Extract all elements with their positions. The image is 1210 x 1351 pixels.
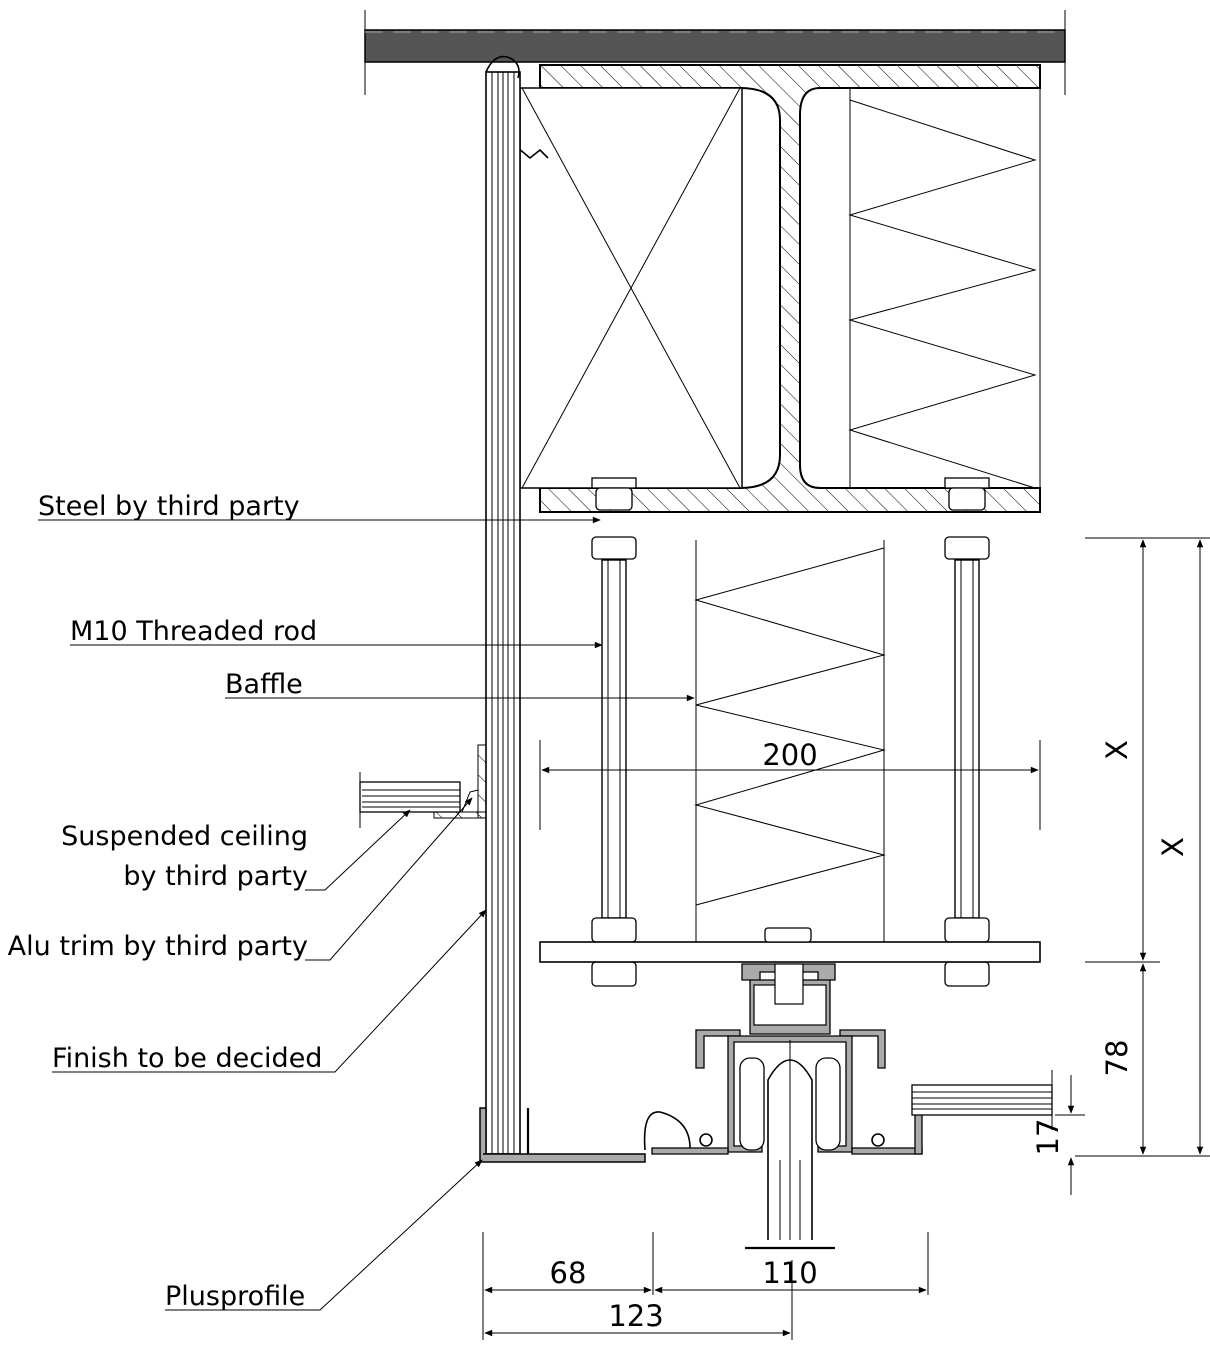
label-m10-threaded-rod: M10 Threaded rod: [70, 616, 317, 647]
steel-i-beam: [492, 64, 1041, 513]
dim-x-outer: X: [1156, 837, 1190, 857]
dimension-68-110: [482, 1232, 929, 1340]
label-alu-trim: Alu trim by third party: [8, 931, 308, 962]
dim-x-inner: X: [1100, 740, 1134, 760]
suspended-ceiling-right: [911, 1070, 1053, 1130]
suspended-ceiling-left: [359, 772, 461, 828]
label-plusprofile: Plusprofile: [165, 1281, 305, 1312]
dim-123: 123: [608, 1299, 663, 1333]
threaded-rod-right: [944, 477, 990, 987]
plusprofile-panel: [479, 55, 646, 1163]
dim-78: 78: [1100, 1040, 1134, 1077]
leader-lines: [38, 516, 695, 1311]
dimension-x-inner: [1085, 537, 1160, 963]
dim-17: 17: [1031, 1119, 1065, 1156]
dimension-17: [1055, 1075, 1085, 1195]
track-profile: [643, 963, 923, 1250]
baffle-insulation: [694, 540, 886, 942]
dimension-x-outer: [1075, 537, 1210, 1157]
label-suspended-ceiling-line1: Suspended ceiling: [61, 821, 308, 852]
alu-trim: [433, 744, 487, 819]
label-finish: Finish to be decided: [52, 1043, 322, 1074]
threaded-rod-left: [591, 477, 637, 987]
label-suspended-ceiling-line2: by third party: [123, 861, 308, 892]
dim-110: 110: [762, 1256, 817, 1290]
dim-68: 68: [550, 1256, 587, 1290]
dimension-200: [539, 740, 1041, 830]
label-baffle: Baffle: [225, 669, 303, 700]
mounting-plate: [539, 927, 1041, 963]
concrete-slab: [364, 10, 1066, 95]
dim-200: 200: [762, 738, 817, 772]
label-steel-by-third-party: Steel by third party: [38, 491, 300, 522]
